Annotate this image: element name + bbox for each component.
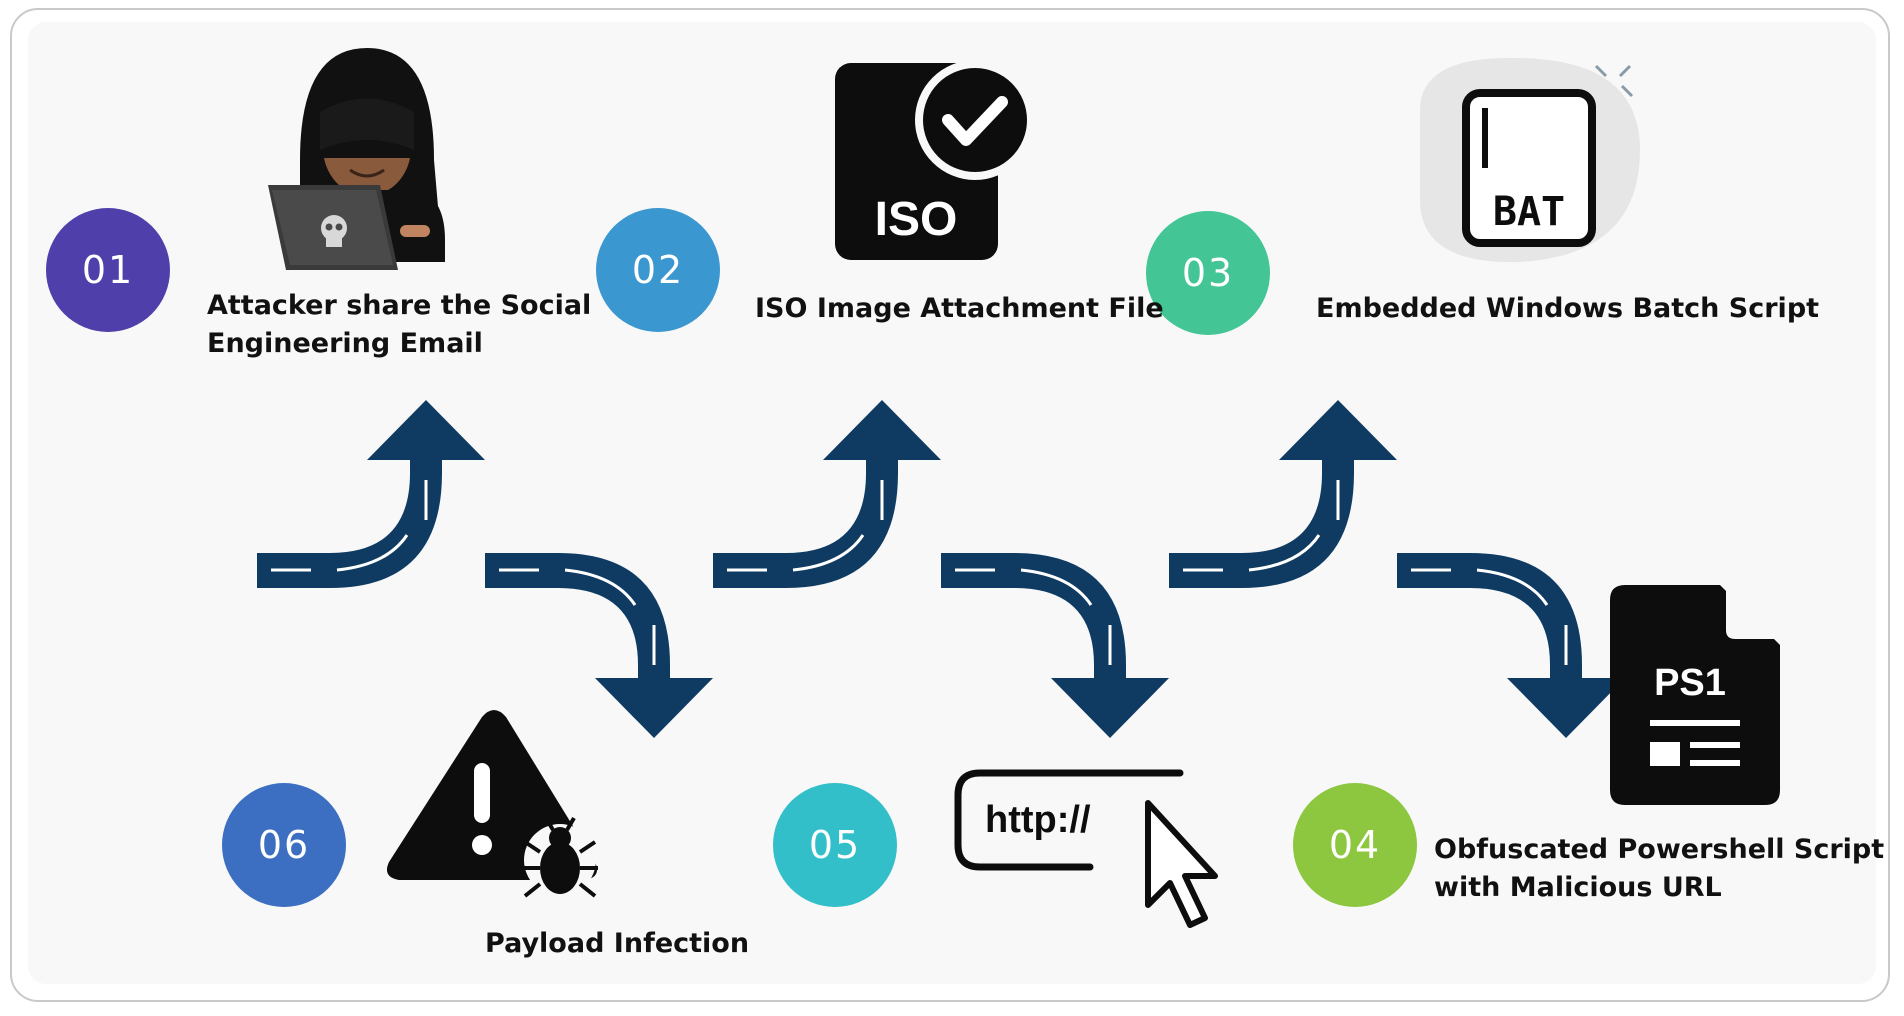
step-04-label-line1: Obfuscated Powershell Script [1434, 834, 1885, 865]
arrow-down-3 [1397, 553, 1625, 738]
arrow-up-3 [1169, 400, 1397, 588]
step-03-circle: 03 [1146, 211, 1270, 335]
iso-file-icon: ISO [835, 60, 1035, 260]
arrow-up-2 [713, 400, 941, 588]
hacker-icon [268, 48, 445, 270]
bat-icon-text: BAT [1493, 189, 1565, 235]
ps1-icon-text: PS1 [1654, 662, 1726, 704]
step-01-circle: 01 [46, 208, 170, 332]
warning-bug-icon [386, 710, 598, 898]
iso-icon-text: ISO [875, 193, 958, 246]
step-06-circle: 06 [222, 783, 346, 907]
step-02-label-line1: ISO Image Attachment File [755, 293, 1164, 324]
step-05-circle: 05 [773, 783, 897, 907]
step-04-label: Obfuscated Powershell Script with Malici… [1434, 831, 1884, 907]
step-03-label-line1: Embedded Windows Batch Script [1316, 293, 1820, 324]
step-01-label-line1: Attacker share the Social [207, 290, 592, 321]
arrow-down-2 [941, 553, 1169, 738]
step-06-label-line1: Payload Infection [485, 928, 750, 959]
arrow-up-1 [257, 400, 485, 588]
url-cursor-icon: http:// [954, 769, 1218, 928]
step-06-label: Payload Infection [485, 925, 749, 963]
arrow-down-1 [485, 553, 713, 738]
step-02-circle: 02 [596, 208, 720, 332]
bat-file-icon: BAT [1420, 57, 1640, 263]
step-04-circle: 04 [1293, 783, 1417, 907]
step-01-label: Attacker share the Social Engineering Em… [207, 287, 591, 363]
url-icon-text: http:// [985, 799, 1091, 841]
step-03-label: Embedded Windows Batch Script [1316, 290, 1819, 328]
step-04-label-line2: with Malicious URL [1434, 872, 1722, 903]
step-01-label-line2: Engineering Email [207, 328, 483, 359]
ps1-file-icon: PS1 [1610, 585, 1780, 805]
step-02-label: ISO Image Attachment File [755, 290, 1164, 328]
